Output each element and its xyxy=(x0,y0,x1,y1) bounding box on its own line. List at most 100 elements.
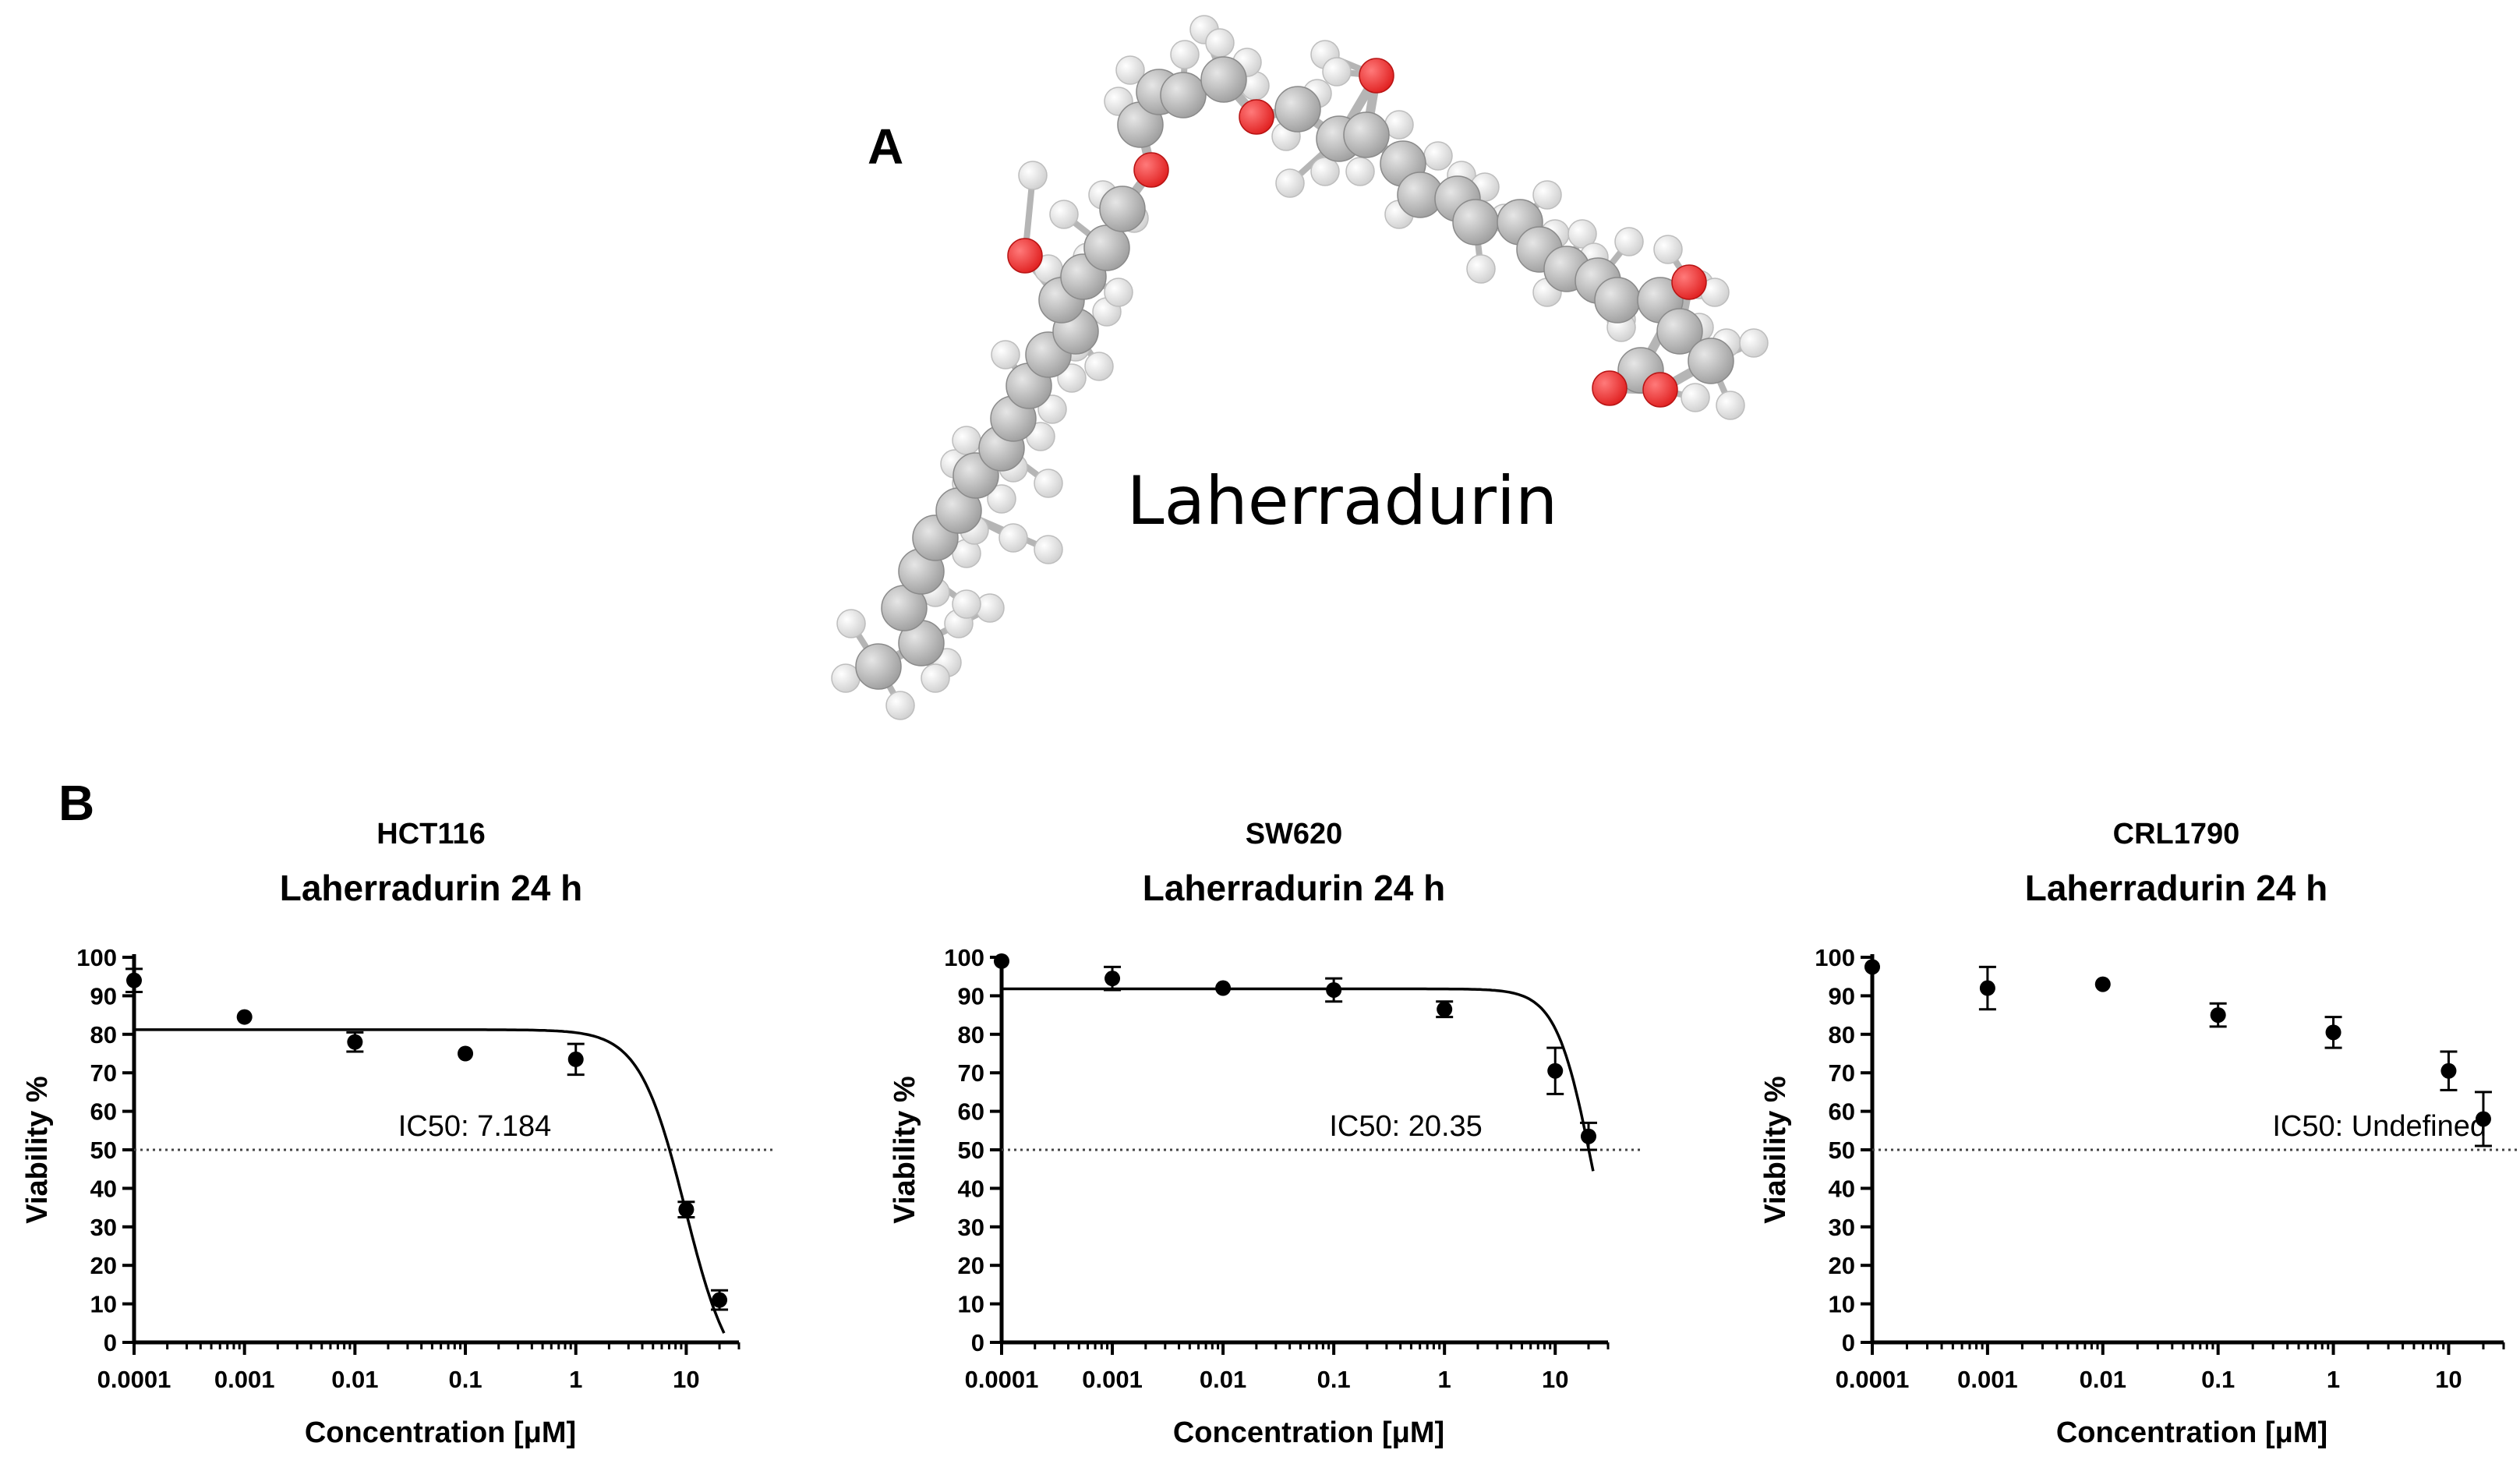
data-point xyxy=(1979,980,1995,996)
carbon-atom xyxy=(1274,86,1321,133)
data-point xyxy=(1104,971,1121,987)
hydrogen-atom xyxy=(1104,278,1133,307)
oxygen-atom xyxy=(1642,372,1678,408)
y-tick-label: 60 xyxy=(1829,1098,1855,1126)
hydrogen-atom xyxy=(1681,383,1710,412)
x-tick-label: 0.1 xyxy=(2201,1366,2235,1393)
hydrogen-atom xyxy=(1310,157,1340,186)
x-tick-label: 1 xyxy=(569,1366,582,1393)
x-axis-label: Concentration [μM] xyxy=(305,1416,576,1449)
data-point xyxy=(712,1292,728,1308)
x-tick-label: 0.0001 xyxy=(1836,1366,1910,1393)
hydrogen-atom xyxy=(952,589,981,619)
chart-title: Laherradurin 24 h xyxy=(280,868,583,908)
hydrogen-atom xyxy=(1034,469,1063,498)
ic50-annotation: IC50: Undefined xyxy=(2272,1110,2486,1143)
x-tick-label: 10 xyxy=(673,1366,699,1393)
data-point xyxy=(2475,1111,2491,1127)
hydrogen-atom xyxy=(1275,168,1305,198)
hydrogen-atom xyxy=(836,609,866,638)
y-tick-label: 80 xyxy=(90,1021,117,1048)
hydrogen-atom xyxy=(991,340,1020,370)
y-tick-label: 40 xyxy=(958,1175,984,1202)
y-tick-label: 0 xyxy=(1842,1329,1855,1356)
panel-b-label: B xyxy=(58,775,94,831)
fit-curve xyxy=(134,1028,726,1334)
carbon-atom xyxy=(1343,111,1390,158)
x-axis-label: Concentration [μM] xyxy=(2056,1416,2327,1449)
data-point xyxy=(2210,1007,2226,1024)
data-point xyxy=(2440,1063,2457,1079)
hydrogen-atom xyxy=(1345,157,1375,186)
y-tick-label: 90 xyxy=(90,982,117,1010)
y-tick-label: 90 xyxy=(958,982,984,1010)
data-point xyxy=(2094,976,2111,992)
y-tick-label: 50 xyxy=(958,1137,984,1164)
y-tick-label: 10 xyxy=(90,1291,117,1318)
y-tick-label: 20 xyxy=(1829,1252,1855,1279)
hydrogen-atom xyxy=(1115,55,1145,85)
fit-curve xyxy=(1002,987,1595,1172)
y-axis-label: Viability % xyxy=(21,1076,54,1223)
y-axis-label: Viability % xyxy=(889,1076,921,1223)
x-tick-label: 0.1 xyxy=(1317,1366,1351,1393)
carbon-atom xyxy=(1688,338,1734,384)
y-tick-label: 80 xyxy=(958,1021,984,1048)
hydrogen-atom xyxy=(1739,328,1769,358)
carbon-atom xyxy=(855,643,902,690)
x-tick-label: 1 xyxy=(1438,1366,1451,1393)
hydrogen-atom xyxy=(1084,352,1114,381)
molecule-name: Laherradurin xyxy=(1127,462,1558,540)
hydrogen-atom xyxy=(1567,219,1597,249)
oxygen-atom xyxy=(1592,370,1628,406)
y-tick-label: 0 xyxy=(104,1329,117,1356)
y-tick-label: 20 xyxy=(90,1252,117,1279)
x-tick-label: 0.1 xyxy=(448,1366,482,1393)
hydrogen-atom xyxy=(1614,227,1644,256)
y-tick-label: 30 xyxy=(958,1214,984,1241)
hydrogen-atom xyxy=(1322,57,1352,87)
data-point xyxy=(994,953,1009,969)
oxygen-atom xyxy=(1133,152,1169,188)
carbon-atom xyxy=(1160,72,1207,118)
data-point xyxy=(1547,1063,1564,1079)
hydrogen-atom xyxy=(998,523,1028,553)
chart-title: Laherradurin 24 h xyxy=(2025,868,2328,908)
data-point xyxy=(458,1045,474,1062)
carbon-atom xyxy=(1594,277,1641,324)
data-point xyxy=(1215,980,1232,996)
cell-line-title: SW620 xyxy=(1246,818,1343,850)
data-point xyxy=(236,1009,253,1025)
x-tick-label: 0.0001 xyxy=(965,1366,1039,1393)
ic50-annotation: IC50: 20.35 xyxy=(1329,1110,1482,1143)
hydrogen-atom xyxy=(921,663,950,693)
x-tick-label: 0.001 xyxy=(1957,1366,2018,1393)
x-axis-label: Concentration [μM] xyxy=(1173,1416,1444,1449)
x-tick-label: 0.01 xyxy=(2080,1366,2126,1393)
x-tick-label: 0.001 xyxy=(214,1366,275,1393)
x-tick-label: 0.01 xyxy=(331,1366,378,1393)
y-tick-label: 70 xyxy=(1829,1059,1855,1087)
y-tick-label: 20 xyxy=(958,1252,984,1279)
x-tick-label: 0.0001 xyxy=(97,1366,171,1393)
hydrogen-atom xyxy=(1034,535,1063,564)
ic50-annotation: IC50: 7.184 xyxy=(398,1110,551,1143)
hydrogen-atom xyxy=(1423,141,1453,171)
hydrogen-atom xyxy=(952,426,981,455)
y-tick-label: 50 xyxy=(1829,1137,1855,1164)
data-point xyxy=(2325,1024,2342,1041)
chart-title: Laherradurin 24 h xyxy=(1143,868,1446,908)
carbon-atom xyxy=(1452,199,1499,246)
y-tick-label: 0 xyxy=(971,1329,984,1356)
x-tick-label: 0.001 xyxy=(1082,1366,1143,1393)
y-tick-label: 10 xyxy=(1829,1291,1855,1318)
y-tick-label: 30 xyxy=(1829,1214,1855,1241)
data-point xyxy=(678,1201,695,1218)
hydrogen-atom xyxy=(1049,200,1079,229)
hydrogen-atom xyxy=(1466,254,1496,284)
cell-line-title: HCT116 xyxy=(376,818,485,850)
